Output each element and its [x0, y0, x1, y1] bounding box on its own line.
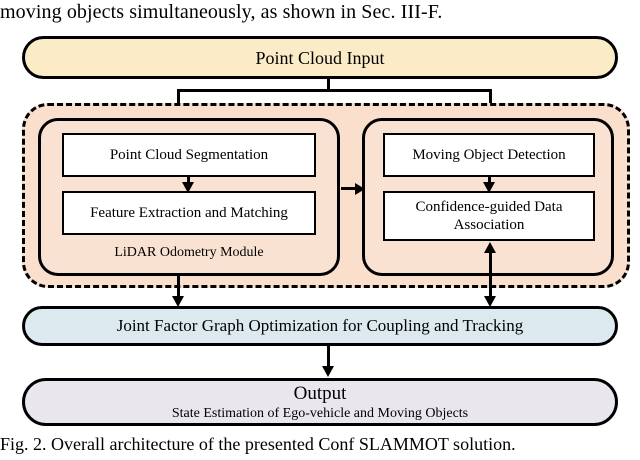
- box-point-cloud-segmentation-label: Point Cloud Segmentation: [109, 147, 269, 163]
- arrowhead-association-to-optimization: [483, 296, 496, 307]
- arrowhead-detection-to-association: [482, 182, 495, 193]
- box-feature-extraction-and-matching-label: Feature Extraction and Matching: [90, 205, 288, 221]
- arrowhead-odometry-to-optimization: [171, 296, 184, 307]
- connector-association-to-optimization: [489, 246, 492, 300]
- arrowhead-optimization-to-association: [483, 242, 496, 253]
- connector-input-split-bar: [177, 89, 490, 92]
- arrowhead-optimization-to-output: [321, 366, 334, 377]
- arrowhead-odometry-to-mos: [355, 182, 365, 195]
- arrowhead-segmentation-to-feature: [181, 182, 194, 193]
- box-moving-object-detection: Moving Object Detection: [383, 133, 595, 177]
- connector-segmentation-to-feature: [187, 177, 190, 185]
- body-text-line: moving objects simultaneously, as shown …: [0, 1, 443, 23]
- figure-caption: Fig. 2. Overall architecture of the pres…: [0, 434, 516, 454]
- node-output-subtitle: State Estimation of Ego-vehicle and Movi…: [171, 405, 469, 421]
- connector-detection-to-association: [488, 177, 491, 185]
- module-lidar-odometry-label: LiDAR Odometry Module: [114, 245, 264, 260]
- node-point-cloud-input-label: Point Cloud Input: [255, 47, 385, 68]
- node-point-cloud-input: Point Cloud Input: [22, 36, 618, 79]
- box-moving-object-detection-label: Moving Object Detection: [412, 147, 566, 163]
- connector-input-stem: [327, 79, 330, 91]
- node-output-title: Output: [293, 382, 347, 404]
- box-feature-extraction-and-matching: Feature Extraction and Matching: [62, 191, 316, 235]
- box-confidence-guided-data-association: Confidence-guided Data Association: [383, 191, 595, 241]
- node-joint-factor-graph-optimization: Joint Factor Graph Optimization for Coup…: [22, 306, 618, 346]
- box-point-cloud-segmentation: Point Cloud Segmentation: [62, 133, 316, 177]
- connector-odometry-to-mos: [341, 187, 357, 190]
- box-confidence-guided-data-association-label-line1: Confidence-guided Data: [415, 199, 563, 215]
- node-output: Output State Estimation of Ego-vehicle a…: [22, 378, 618, 426]
- connector-odometry-to-optimization: [177, 276, 180, 300]
- box-confidence-guided-data-association-label-line2: Association: [453, 217, 525, 233]
- connector-optimization-to-output: [327, 346, 330, 372]
- node-joint-factor-graph-optimization-label: Joint Factor Graph Optimization for Coup…: [116, 316, 524, 335]
